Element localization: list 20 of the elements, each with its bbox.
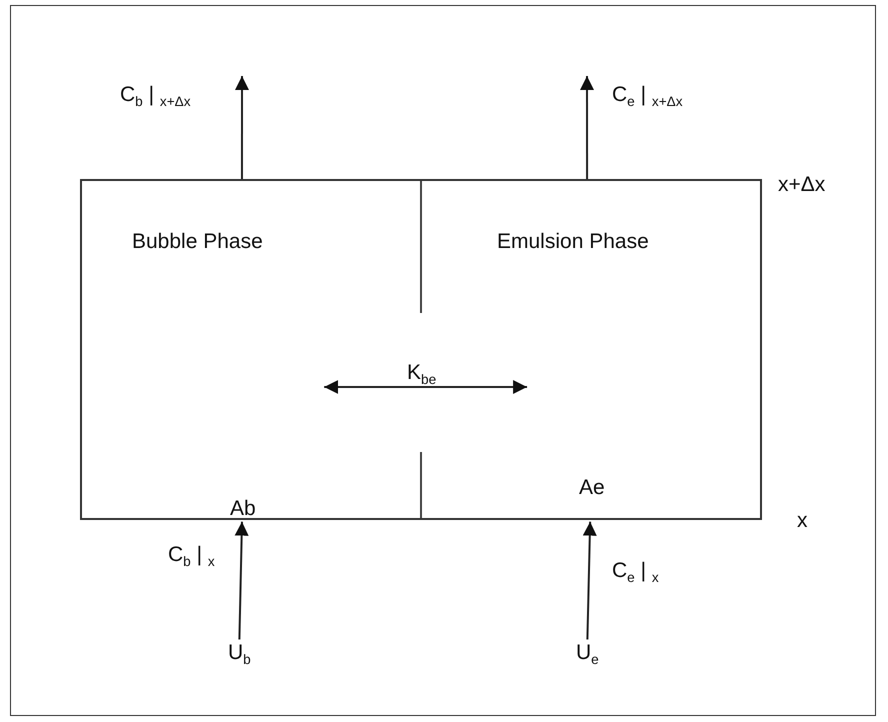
phase-title: Emulsion Phase <box>497 231 649 252</box>
position-label: x <box>797 510 808 531</box>
outlet-arrow <box>235 76 249 179</box>
phase-title: Bubble Phase <box>132 231 263 252</box>
area-label: Ab <box>230 498 256 519</box>
edge-label: C$_{e}$ | $_{x}$ <box>612 560 659 585</box>
position-label: x+Δx <box>778 174 826 195</box>
velocity-label: U$_{b}$ <box>228 642 251 667</box>
velocity-label: U$_{e}$ <box>576 642 599 667</box>
outlet-arrow <box>580 76 594 179</box>
edge-label: C$_{b}$ | $_{x+Δx}$ <box>120 84 191 109</box>
phase-box <box>80 179 421 520</box>
phase-box <box>421 179 762 520</box>
inlet-arrow <box>234 522 249 640</box>
edge-label: C$_{e}$ | $_{x+Δx}$ <box>612 84 683 109</box>
exchange-arrow <box>324 380 528 394</box>
area-label: Ae <box>579 477 605 498</box>
edge-label: K$_{be}$ <box>407 362 436 387</box>
inlet-arrow <box>582 522 597 640</box>
edge-label: C$_{b}$ | $_{x}$ <box>168 544 215 569</box>
